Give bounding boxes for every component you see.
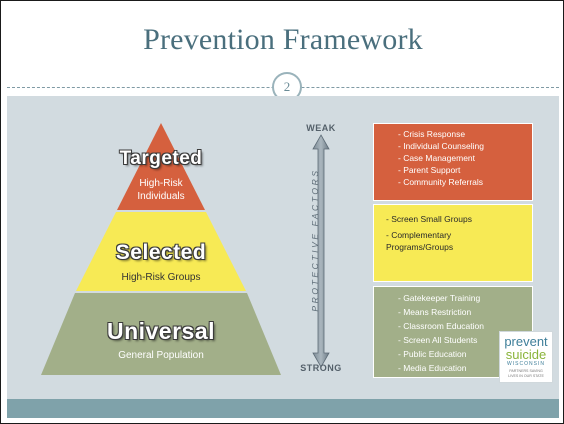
logo-line3: WISCONSIN (507, 361, 545, 367)
targeted-sub-line1: High-Risk (139, 178, 183, 189)
list-item: Programs/Groups (386, 242, 454, 252)
selected-sub: High-Risk Groups (121, 272, 201, 283)
targeted-interventions-box: - Crisis Response - Individual Counselin… (373, 123, 533, 201)
arrow-top-label: WEAK (306, 123, 336, 133)
list-item: - Screen All Students (398, 335, 478, 345)
targeted-label: Targeted (119, 148, 203, 169)
footer-bar (7, 399, 559, 418)
prevent-suicide-logo: prevent suicide WISCONSIN PARTNERS SAVIN… (499, 331, 553, 383)
selected-interventions-box: - Screen Small Groups - Complementary Pr… (373, 204, 533, 282)
list-item: - Classroom Education (398, 321, 484, 331)
list-item: - Media Education (398, 363, 467, 373)
list-item: - Public Education (398, 349, 467, 359)
pyramid-tier-selected (76, 212, 246, 291)
logo-line1: prevent (504, 334, 548, 349)
list-item: - Crisis Response (398, 129, 466, 139)
arrow-bottom-label: STRONG (300, 363, 342, 373)
universal-sub: General Population (118, 350, 204, 361)
protective-factors-arrow: WEAK PROTECTIVE FACTORS STRONG (300, 123, 341, 373)
logo-tagline1: PARTNERS SAVING (509, 369, 543, 373)
slide-title: Prevention Framework (143, 23, 423, 56)
list-item: - Parent Support (398, 165, 461, 175)
list-item: - Individual Counseling (398, 141, 484, 151)
selected-label: Selected (115, 241, 207, 264)
prevention-pyramid: Targeted High-Risk Individuals Selected … (41, 123, 281, 380)
double-arrow-icon (312, 134, 330, 368)
pyramid-tier-targeted (117, 123, 205, 210)
list-item: - Gatekeeper Training (398, 293, 481, 303)
pyramid-tier-universal (41, 293, 281, 375)
arrow-side-label: PROTECTIVE FACTORS (310, 168, 320, 312)
universal-label: Universal (106, 318, 216, 344)
list-item: - Case Management (398, 153, 476, 163)
list-item: - Community Referrals (398, 177, 484, 187)
logo-tagline2: LIVES IN OUR STATE (508, 374, 544, 378)
list-item: - Means Restriction (398, 307, 472, 317)
targeted-sub-line2: Individuals (137, 191, 185, 202)
list-item: - Screen Small Groups (386, 214, 472, 224)
list-item: - Complementary (386, 230, 452, 240)
pyramid-graphic (41, 123, 281, 375)
logo-line2: suicide (505, 347, 547, 362)
